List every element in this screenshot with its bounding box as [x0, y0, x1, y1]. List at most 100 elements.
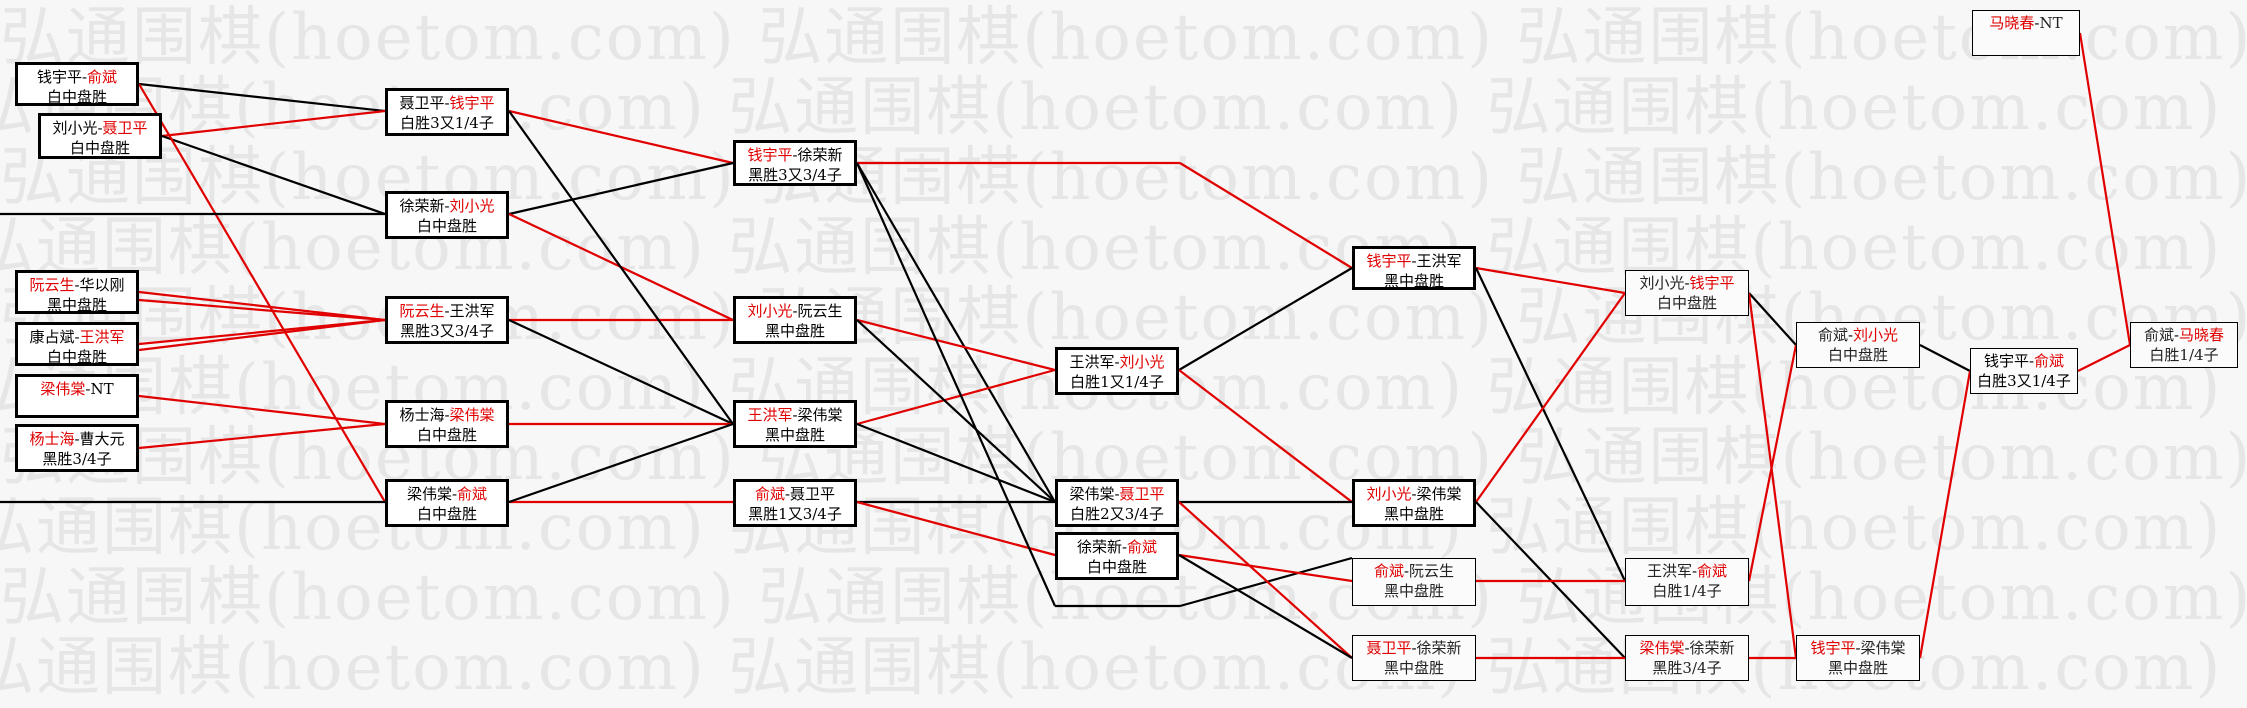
match-result: 白中盘胜 [416, 217, 477, 235]
player-black: 钱宇平 [747, 146, 793, 164]
match-players: 刘小光-钱宇平 [1626, 273, 1748, 293]
match-result: 白中盘胜 [46, 88, 107, 106]
match-box: 梁伟棠-聂卫平白胜2又3/4子 [1055, 479, 1179, 527]
loser-line [856, 162, 1056, 503]
player-black: 俞斌 [754, 485, 785, 503]
player-white: 马晓春 [2179, 326, 2225, 344]
winner-line [1178, 553, 1353, 583]
match-box: 阮云生-王洪军黑胜3又3/4子 [385, 296, 509, 344]
player-black: 聂卫平 [1366, 639, 1412, 657]
match-result: 黑胜3/4子 [42, 450, 112, 468]
vs-dash: - [444, 406, 450, 424]
player-white: 华以刚 [79, 276, 125, 294]
winner-line [1475, 266, 1626, 295]
player-white: 梁伟棠 [449, 406, 495, 424]
winner-line [508, 109, 734, 165]
match-result: 白中盘胜 [1827, 346, 1888, 364]
loser-line [508, 319, 734, 425]
player-black: 梁伟棠 [1069, 485, 1115, 503]
loser-line [508, 161, 734, 216]
player-black: 俞斌 [2143, 326, 2174, 344]
match-players: 梁伟棠-俞斌 [388, 484, 506, 504]
vs-dash: - [792, 302, 798, 320]
winner-line [2078, 32, 2132, 346]
match-box: 刘小光-阮云生黑中盘胜 [733, 296, 857, 344]
vs-dash: - [97, 119, 103, 137]
match-box: 俞斌-马晓春白胜1/4子 [2130, 322, 2238, 368]
vs-dash: - [1684, 639, 1690, 657]
match-result: 白中盘胜 [46, 348, 107, 366]
player-white: 俞斌 [2034, 352, 2065, 370]
player-white: 阮云生 [1409, 562, 1455, 580]
loser-line [508, 422, 734, 504]
match-players: 刘小光-聂卫平 [41, 118, 159, 138]
match-box: 刘小光-钱宇平白中盘胜 [1625, 270, 1749, 316]
match-players: 钱宇平-俞斌 [18, 67, 136, 87]
match-result: 白中盘胜 [1656, 294, 1717, 312]
winner-line [856, 318, 1056, 372]
player-black: 阮云生 [29, 276, 75, 294]
match-box: 梁伟棠-NT [15, 374, 139, 418]
player-black: 刘小光 [1639, 274, 1685, 292]
match-box: 王洪军-梁伟棠黑中盘胜 [733, 400, 857, 448]
match-result: 白胜1/4子 [2149, 346, 2219, 364]
loser-line [508, 110, 734, 425]
player-black: 刘小光 [747, 302, 793, 320]
player-white: 俞斌 [1697, 562, 1728, 580]
match-box: 聂卫平-钱宇平白胜3又1/4子 [385, 88, 509, 136]
match-players: 俞斌-马晓春 [2131, 325, 2237, 345]
player-black: 徐荣新 [399, 197, 445, 215]
vs-dash: - [784, 485, 791, 503]
match-box: 梁伟棠-俞斌白中盘胜 [385, 479, 509, 527]
player-white: 刘小光 [449, 197, 495, 215]
vs-dash: - [74, 430, 80, 448]
player-white: 聂卫平 [102, 119, 148, 137]
match-result: 黑中盘胜 [764, 322, 825, 340]
match-box: 钱宇平-王洪军黑中盘胜 [1352, 246, 1476, 290]
loser-line [1178, 554, 1353, 659]
match-players: 徐荣新-刘小光 [388, 196, 506, 216]
player-white: 徐荣新 [1416, 639, 1462, 657]
vs-dash: - [1411, 252, 1417, 270]
match-players: 阮云生-王洪军 [388, 301, 506, 321]
loser-line [1179, 556, 1353, 608]
match-box: 梁伟棠-徐荣新黑胜3/4子 [1625, 635, 1749, 681]
vs-dash: - [1691, 562, 1698, 580]
match-box: 钱宇平-俞斌白中盘胜 [15, 62, 139, 106]
match-result: 白中盘胜 [1086, 558, 1147, 576]
loser-line [138, 82, 386, 113]
player-black: 梁伟棠 [40, 380, 86, 398]
match-players: 聂卫平-徐荣新 [1353, 638, 1475, 658]
winner-line [856, 368, 1056, 426]
match-players: 钱宇平-俞斌 [1971, 351, 2077, 371]
match-players: 俞斌-刘小光 [1797, 325, 1919, 345]
vs-dash: - [2028, 352, 2035, 370]
match-result: 白胜3又1/4子 [400, 114, 494, 132]
winner-line [1475, 292, 1626, 503]
match-players: 钱宇平-王洪军 [1355, 251, 1473, 271]
player-black: 梁伟棠 [406, 485, 452, 503]
winner-line [138, 394, 386, 426]
match-box: 徐荣新-刘小光白中盘胜 [385, 191, 509, 239]
winner-line [2077, 344, 2131, 372]
match-box: 刘小光-聂卫平白中盘胜 [38, 113, 162, 159]
vs-dash: - [444, 197, 450, 215]
player-black: 马晓春 [1989, 14, 2035, 32]
match-result: 黑胜3又3/4子 [748, 166, 842, 184]
match-players: 徐荣新-俞斌 [1058, 537, 1176, 557]
loser-line [1475, 267, 1626, 582]
vs-dash: - [81, 68, 88, 86]
vs-dash: - [1847, 326, 1854, 344]
match-result: 白胜2又3/4子 [1070, 505, 1164, 523]
loser-line [855, 162, 1057, 607]
winner-line [1747, 292, 1798, 659]
player-black: 徐荣新 [1076, 538, 1122, 556]
match-players: 钱宇平-徐荣新 [736, 145, 854, 165]
player-white: 徐荣新 [797, 146, 843, 164]
winner-line [1179, 162, 1353, 269]
match-result: 黑中盘胜 [46, 296, 107, 314]
match-box: 俞斌-刘小光白中盘胜 [1796, 322, 1920, 368]
player-white: 王洪军 [1416, 252, 1462, 270]
player-black: 梁伟棠 [1639, 639, 1685, 657]
match-box: 康占斌-王洪军白中盘胜 [15, 322, 139, 366]
